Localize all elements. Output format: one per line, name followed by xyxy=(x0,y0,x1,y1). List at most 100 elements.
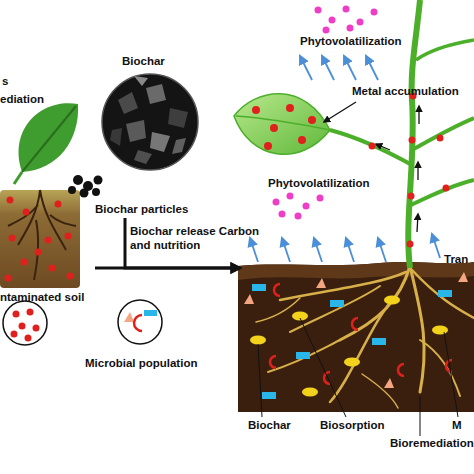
plant xyxy=(236,116,330,130)
rhizosphere-soil xyxy=(362,374,398,408)
plant xyxy=(308,116,316,124)
rhizosphere-soil xyxy=(344,358,360,367)
plant xyxy=(234,94,330,155)
microbe-circle-shape xyxy=(134,315,142,331)
contaminated-soil xyxy=(7,197,14,204)
biochar-photo xyxy=(146,84,166,104)
rhizosphere-soil xyxy=(258,344,262,417)
leaf-icon xyxy=(22,106,76,172)
volatilization-arrows xyxy=(250,238,258,262)
rhizosphere-soil xyxy=(280,272,406,300)
metal-circle xyxy=(33,325,40,332)
volatilization-arrows xyxy=(314,238,322,262)
plant xyxy=(376,144,390,150)
contaminated-soil xyxy=(5,197,74,282)
contaminated-soil xyxy=(65,233,72,240)
node-label: M xyxy=(452,418,462,432)
rhizosphere-soil xyxy=(238,262,474,436)
node-label: ntaminated soil xyxy=(0,290,84,304)
rhizosphere-soil xyxy=(238,262,474,412)
annotation-label: Tran xyxy=(444,252,468,266)
biochar-particles-dots xyxy=(68,186,76,194)
contaminated-soil xyxy=(5,275,12,282)
volatile-dots xyxy=(273,199,280,206)
node-label: Biochar xyxy=(122,54,165,68)
biochar-photo xyxy=(118,92,138,114)
metal-circle xyxy=(3,301,47,345)
biochar-particles-dots xyxy=(92,188,100,196)
plant xyxy=(417,162,418,180)
plant xyxy=(369,143,376,150)
contaminated-soil xyxy=(67,273,74,280)
metal-circle xyxy=(13,311,20,318)
rhizosphere-soil xyxy=(252,284,266,291)
rhizosphere-soil xyxy=(316,278,326,288)
rhizosphere-soil xyxy=(274,284,280,296)
contaminated-soil xyxy=(49,265,56,272)
volatilization-arrows xyxy=(432,234,440,258)
plant xyxy=(409,137,416,144)
volatile-dots xyxy=(315,7,322,14)
leaf-icon xyxy=(14,103,78,184)
volatilization-arrows xyxy=(346,238,354,262)
metal-circle xyxy=(19,323,26,330)
metal-circle xyxy=(27,309,34,316)
rhizosphere-soil xyxy=(270,356,276,368)
soil-block: ntaminated soil xyxy=(0,188,95,308)
plant xyxy=(407,241,414,248)
biochar-particles-dots xyxy=(80,189,89,198)
biochar-photo xyxy=(110,128,122,146)
annotation-label: Phytovolatilization xyxy=(300,34,402,48)
contaminated-soil xyxy=(23,209,30,216)
biochar-photo xyxy=(126,120,146,142)
volatile-dots xyxy=(317,195,324,202)
rhizosphere-soil xyxy=(252,284,452,399)
plant xyxy=(443,185,450,192)
rhizosphere-soil xyxy=(384,378,394,388)
rhizosphere-soil xyxy=(432,326,448,335)
plant xyxy=(417,214,418,232)
plant xyxy=(437,135,444,142)
microbe-circle-shape xyxy=(118,300,162,344)
flow-arrow xyxy=(95,267,240,270)
microbe-circle-shape xyxy=(124,312,134,322)
rhizosphere-soil xyxy=(244,272,468,388)
microbe-circle: Microbial population xyxy=(80,298,205,372)
contaminated-soil xyxy=(45,237,52,244)
annotation-label: Metal accumulation xyxy=(352,84,459,98)
rhizosphere-soil xyxy=(256,266,474,408)
microbe-circle-shape xyxy=(144,310,157,316)
rhizosphere-soil xyxy=(352,318,358,330)
metal-circle xyxy=(11,309,40,342)
rhizosphere-soil xyxy=(250,296,448,397)
rhizosphere-soil xyxy=(300,318,346,417)
biochar-particles-dots xyxy=(68,175,103,198)
contaminated-soil xyxy=(0,190,80,288)
rhizosphere-soil xyxy=(444,332,458,417)
rhizosphere-soil xyxy=(262,392,276,399)
biochar-photo xyxy=(134,150,152,164)
biochar-photo xyxy=(172,138,186,154)
biochar-photo xyxy=(134,76,148,86)
plant xyxy=(324,102,356,122)
plant xyxy=(324,102,419,232)
biochar-particles-dots xyxy=(73,175,83,185)
biochar-photo xyxy=(102,74,198,170)
volatilization-arrows xyxy=(366,56,378,80)
rhizosphere-soil xyxy=(410,266,424,392)
contaminated-soil xyxy=(55,201,62,208)
leaf-icon xyxy=(14,172,22,184)
rhizosphere-soil xyxy=(384,296,400,305)
annotation-label: Phytovolatilization xyxy=(268,176,370,190)
plant xyxy=(270,124,278,132)
rhizosphere-soil xyxy=(330,296,396,402)
rhizosphere-soil xyxy=(270,284,452,384)
volatilization-arrows xyxy=(300,56,312,80)
node-label: Microbial population xyxy=(85,356,197,370)
plant xyxy=(412,118,474,150)
rhizosphere-soil xyxy=(412,270,474,318)
volatilization-arrows xyxy=(282,238,290,262)
volatile-dots xyxy=(287,193,294,200)
biochar-particles-dots xyxy=(94,176,103,185)
